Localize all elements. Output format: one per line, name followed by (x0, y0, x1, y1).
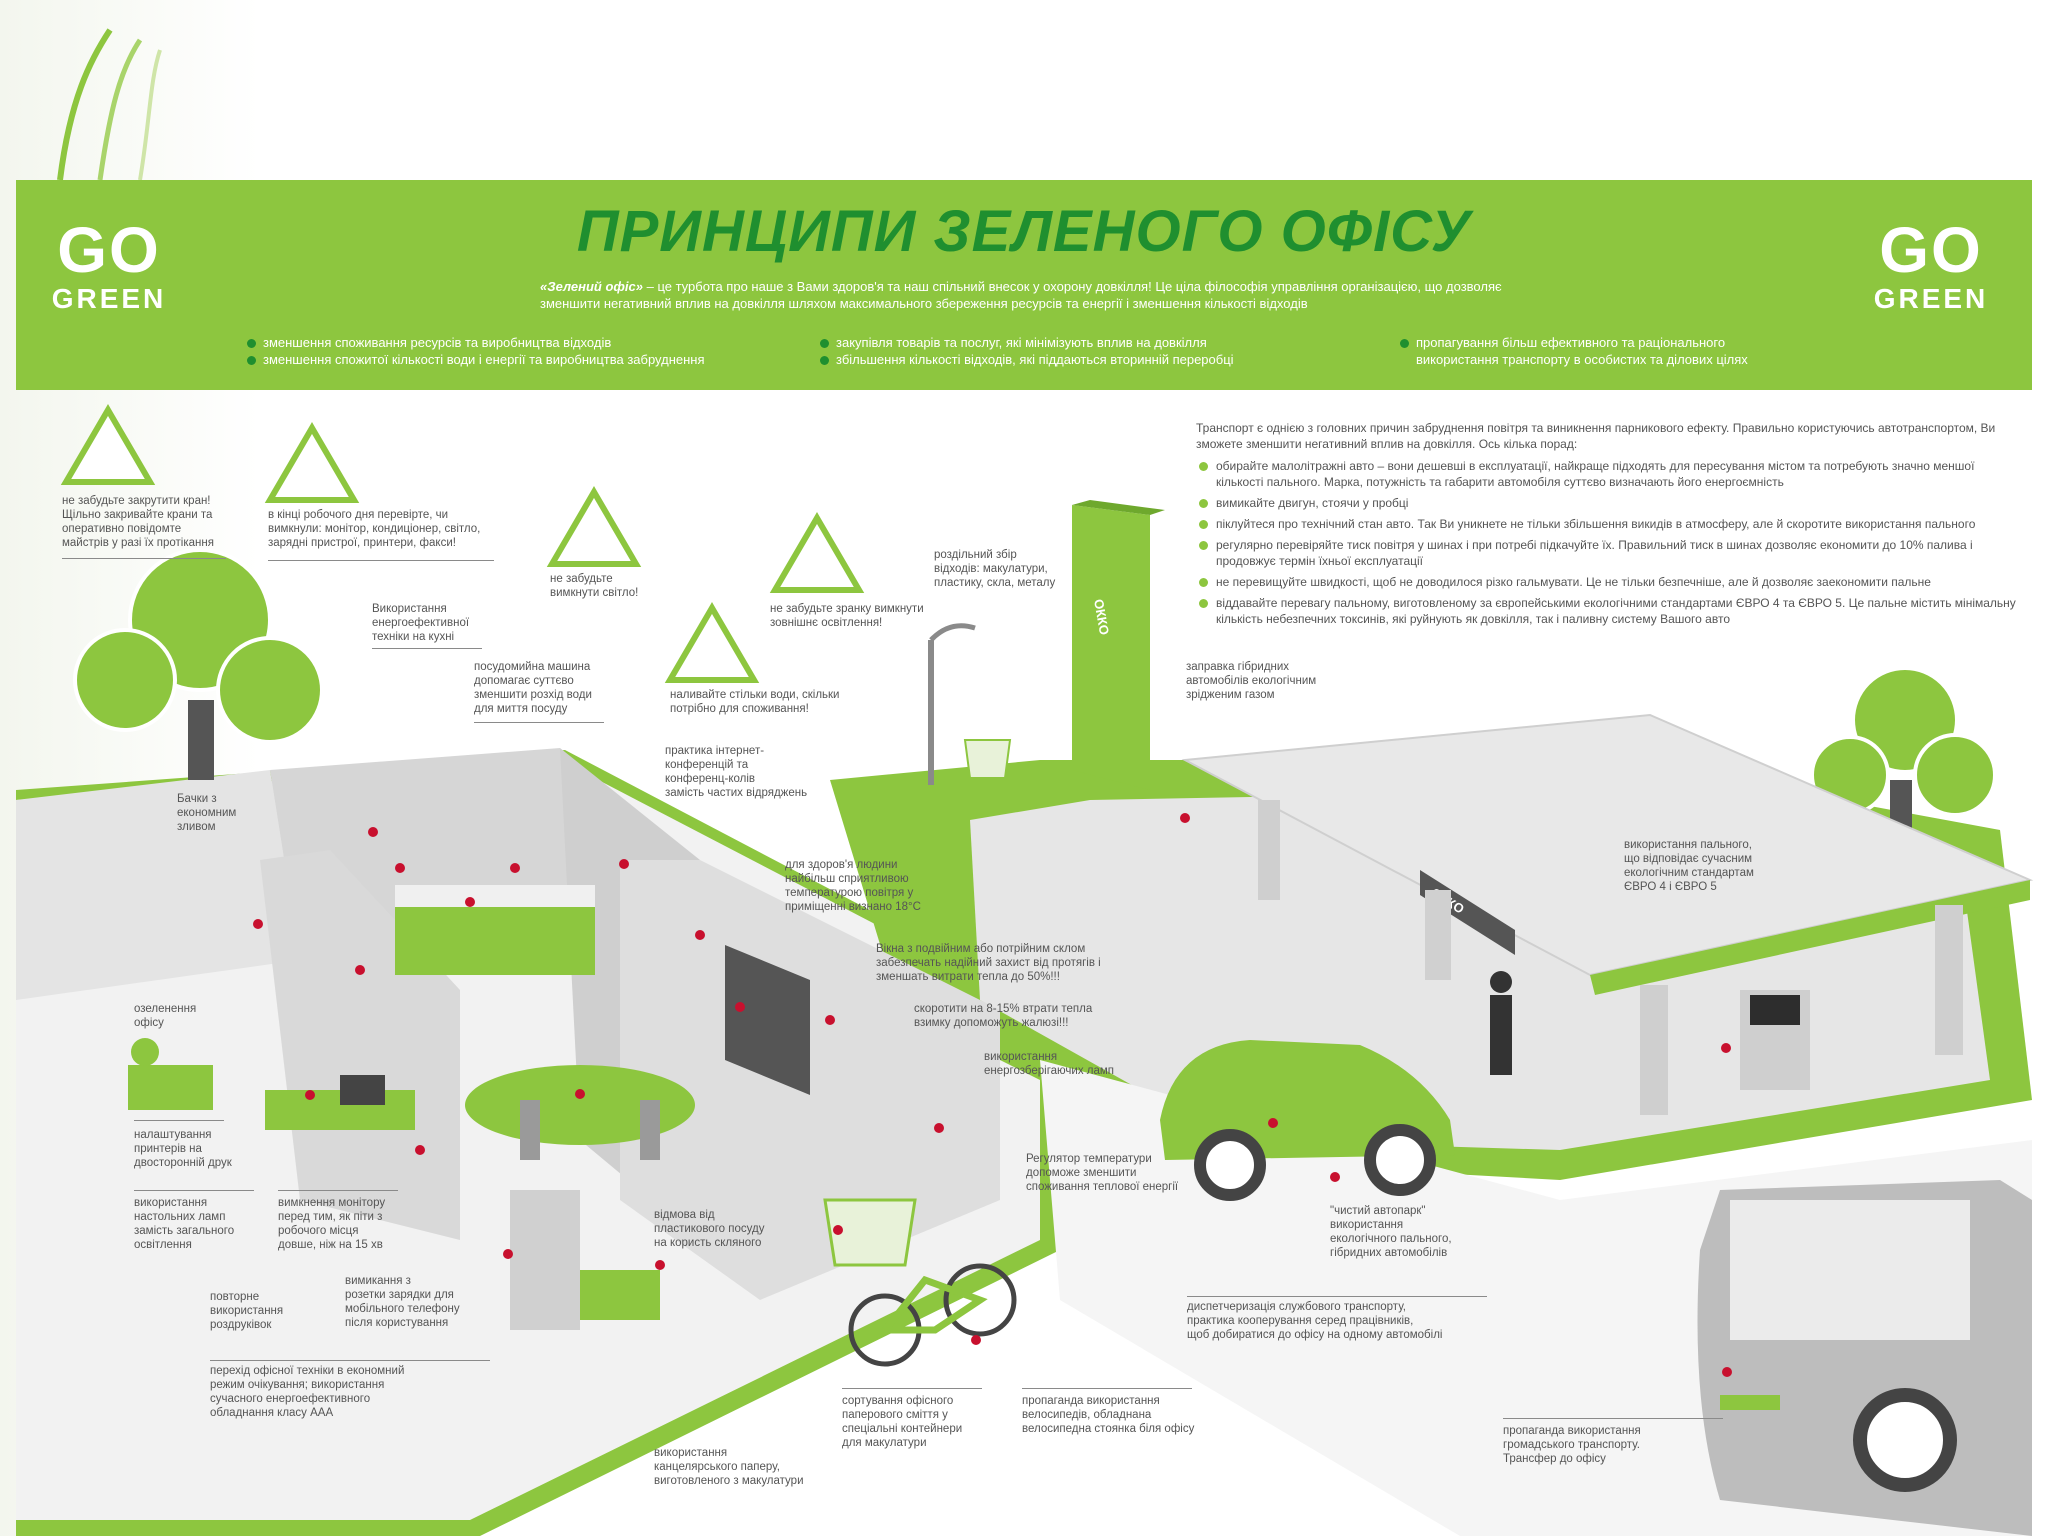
label-outdoor-light: не забудьте зранку вимкнути зовнішнє осв… (770, 603, 924, 629)
label-charger: вимикання з розетки зарядки для мобільно… (345, 1275, 460, 1329)
leader-line (134, 1120, 224, 1121)
list-item: регулярно перевіряйте тиск повітря у шин… (1196, 537, 2016, 569)
label-duplex: налаштування принтерів на двосторонній д… (134, 1129, 232, 1169)
leader-line (134, 1190, 254, 1191)
header-band (16, 180, 2032, 390)
leader-line (842, 1388, 982, 1389)
list-item: не перевищуйте швидкості, щоб не доводил… (1196, 574, 2016, 590)
label-dispatch: диспетчеризація службового транспорту, п… (1187, 1301, 1443, 1341)
warning-icons (60, 404, 865, 683)
list-item: зменшення споживання ресурсів та виробни… (245, 334, 805, 351)
list-item: збільшення кількості відходів, які підда… (818, 351, 1338, 368)
label-lamps: використання енергозберігаючих ламп (984, 1051, 1115, 1077)
label-clean-fleet: "чистий автопарк" використання екологічн… (1330, 1205, 1452, 1259)
leader-line (372, 648, 482, 649)
leader-line (268, 560, 494, 561)
intro-text: «Зелений офіс» – це турбота про наше з В… (540, 279, 1502, 311)
label-bicycle: пропаганда використання велосипедів, обл… (1022, 1395, 1195, 1435)
label-monitor: вимкнення монітору перед тим, як піти з … (278, 1197, 386, 1251)
label-temperature: для здоров'я людини найбільш сприятливою… (785, 859, 921, 913)
label-desk-lamps: використання настольних ламп замість заг… (134, 1197, 235, 1251)
list-item: вимикайте двигун, стоячи у пробці (1196, 495, 2016, 511)
label-reuse: повторне використання роздруківок (210, 1291, 284, 1331)
leader-line (1187, 1296, 1487, 1297)
label-tap: не забудьте закрутити кран! Щільно закри… (62, 495, 214, 549)
page-title: ПРИНЦИПИ ЗЕЛЕНОГО ОФІСУ (576, 199, 1472, 264)
label-blinds: скоротити на 8-15% втрати тепла взимку д… (914, 1003, 1093, 1029)
leader-line (474, 722, 604, 723)
label-kitchen: Використання енергоефективної техніки на… (372, 603, 470, 643)
label-kettle: наливайте стільки води, скільки потрібно… (670, 689, 840, 715)
leader-line (1022, 1388, 1192, 1389)
leader-line (62, 558, 226, 559)
list-item: віддавайте перевагу пальному, виготовлен… (1196, 595, 2016, 627)
transport-intro: Транспорт є однією з головних причин заб… (1196, 421, 1996, 451)
principles-list-3: пропагування більш ефективного та раціон… (1398, 334, 1798, 368)
label-public-transport: пропаганда використання громадського тра… (1503, 1425, 1641, 1465)
okko-sign-pylon: ОККО (1091, 598, 1112, 636)
label-economy-mode: перехід офісної техніки в економний режи… (210, 1365, 405, 1419)
label-conference: практика інтернет- конференцій та конфер… (665, 745, 808, 799)
leader-line (278, 1190, 398, 1191)
list-item: пропагування більш ефективного та раціон… (1398, 334, 1798, 368)
label-greening: озеленення офісу (134, 1003, 197, 1029)
list-item: піклуйтеся про технічний стан авто. Так … (1196, 516, 2016, 532)
label-plastic: відмова від пластикового посуду на корис… (654, 1209, 765, 1249)
label-hybrid-station: заправка гібридних автомобілів екологічн… (1186, 661, 1317, 701)
leaf-decoration (57, 28, 113, 181)
transport-tips: обирайте малолітражні авто – вони дешевш… (1196, 458, 2016, 632)
label-recycled-paper: використання канцелярського паперу, виго… (654, 1447, 804, 1487)
label-euro-fuel: використання пального, що відповідає суч… (1624, 839, 1754, 893)
go-green-badge-left: GO GREEN (51, 214, 167, 314)
go-green-badge-right: GO GREEN (1873, 214, 1989, 314)
label-windows: Вікна з подвійним або потрійним склом за… (876, 943, 1101, 983)
principles-list-1: зменшення споживання ресурсів та виробни… (245, 334, 805, 368)
list-item: обирайте малолітражні авто – вони дешевш… (1196, 458, 2016, 490)
principles-list-2: закупівля товарів та послуг, які мініміз… (818, 334, 1338, 368)
label-regulator: Регулятор температури допоможе зменшити … (1026, 1153, 1179, 1193)
label-bulb: не забудьте вимкнути світло! (550, 573, 639, 599)
leader-line (210, 1360, 490, 1361)
leader-line (1503, 1418, 1723, 1419)
label-plug: в кінці робочого дня перевірте, чи вимкн… (268, 509, 481, 549)
list-item: зменшення спожитої кількості води і енер… (245, 351, 805, 368)
label-sorting: сортування офісного паперового сміття у … (842, 1395, 963, 1449)
list-item: закупівля товарів та послуг, які мініміз… (818, 334, 1338, 351)
label-tanks: Бачки з економним зливом (177, 793, 237, 833)
label-dishwasher: посудомийна машина допомагає суттєво зме… (474, 661, 592, 715)
label-separate-waste: роздільний збір відходів: макулатури, пл… (934, 549, 1056, 589)
